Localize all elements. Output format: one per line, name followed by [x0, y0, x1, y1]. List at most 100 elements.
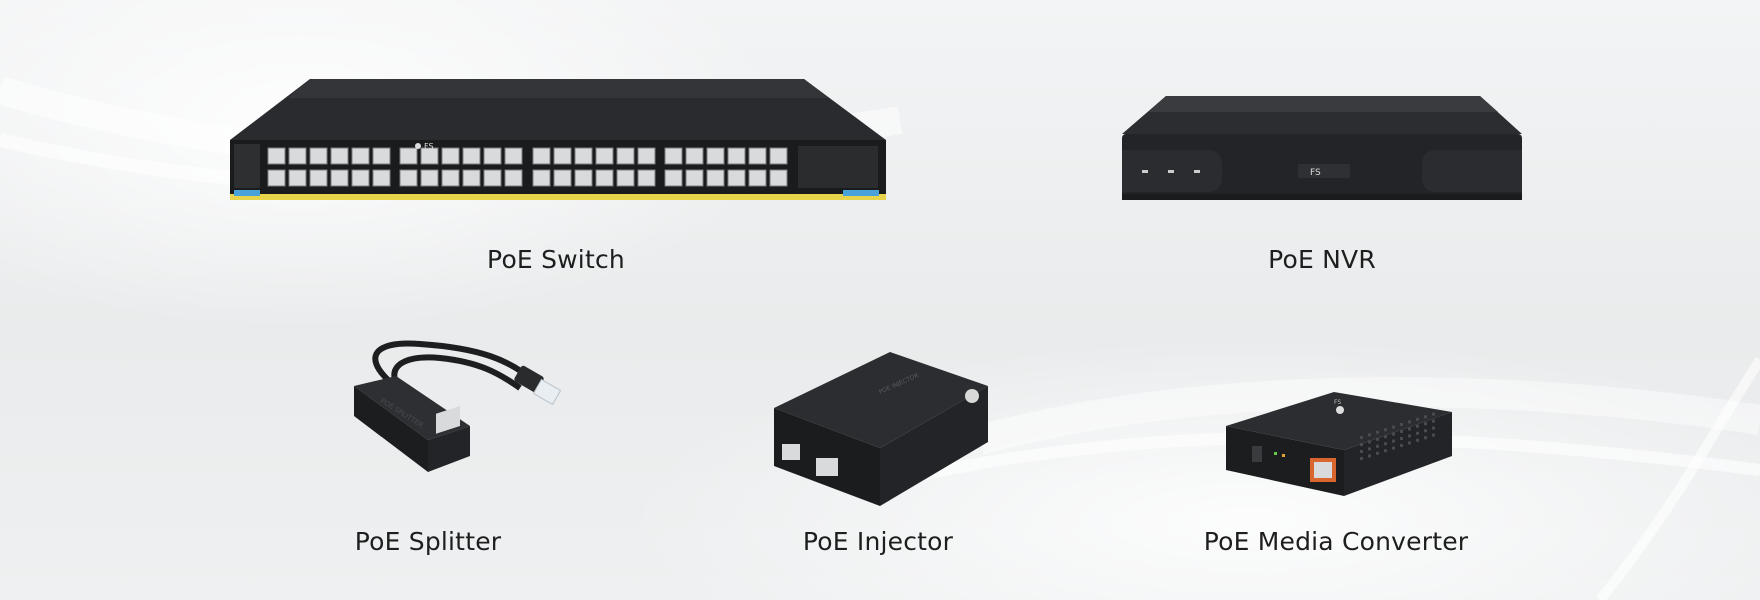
vent-hole — [1392, 425, 1395, 429]
vent-hole — [1416, 424, 1419, 428]
switch-port — [399, 169, 418, 187]
vent-hole — [1408, 434, 1411, 438]
switch-port — [532, 147, 551, 165]
switch-port — [685, 169, 704, 187]
vent-hole — [1384, 449, 1387, 453]
vent-hole — [1360, 436, 1363, 439]
vent-hole — [1376, 430, 1379, 434]
vent-hole — [1408, 441, 1411, 445]
vent-hole — [1360, 450, 1363, 453]
switch-port — [574, 147, 593, 165]
vent-hole — [1376, 451, 1379, 455]
media-converter-brand-mark: FS — [1334, 399, 1341, 406]
switch-port — [727, 169, 746, 187]
switch-port — [504, 169, 523, 187]
switch-port — [504, 147, 523, 165]
switch-port — [351, 169, 370, 187]
vent-hole — [1432, 412, 1435, 416]
vent-hole — [1424, 422, 1427, 426]
poe-nvr-label: PoE NVR — [1268, 245, 1376, 274]
switch-port — [727, 147, 746, 165]
switch-port — [309, 169, 328, 187]
switch-port — [462, 147, 481, 165]
switch-port — [267, 147, 286, 165]
switch-port — [399, 147, 418, 165]
switch-port — [616, 169, 635, 187]
switch-port — [420, 147, 439, 165]
vent-hole — [1384, 442, 1387, 446]
vent-hole — [1432, 419, 1435, 423]
switch-port — [748, 169, 767, 187]
switch-port — [483, 147, 502, 165]
poe-switch-image: FS — [228, 76, 888, 206]
switch-port — [330, 169, 349, 187]
converter-vent-grid — [1360, 412, 1435, 460]
vent-hole — [1416, 431, 1419, 435]
vent-hole — [1376, 444, 1379, 448]
switch-port — [706, 169, 725, 187]
vent-hole — [1400, 430, 1403, 433]
vent-hole — [1392, 446, 1395, 450]
switch-port — [706, 147, 725, 165]
switch-port — [288, 169, 307, 187]
vent-hole — [1424, 415, 1427, 419]
poe-injector-image: POE INJECTOR — [770, 350, 990, 510]
switch-port — [420, 169, 439, 187]
switch-port — [372, 169, 391, 187]
poe-splitter-image: POE SPLITTER — [340, 340, 570, 500]
vent-hole — [1416, 438, 1419, 442]
switch-port-grid — [267, 147, 788, 187]
nvr-brand-mark: FS — [1310, 168, 1321, 178]
vent-hole — [1400, 423, 1403, 426]
vent-hole — [1400, 444, 1403, 447]
switch-port — [595, 169, 614, 187]
vent-hole — [1424, 429, 1427, 433]
vent-hole — [1368, 433, 1371, 437]
vent-hole — [1368, 454, 1371, 458]
switch-brand-mark: FS — [424, 142, 434, 151]
vent-hole — [1416, 417, 1419, 421]
switch-port — [748, 147, 767, 165]
vent-hole — [1392, 432, 1395, 436]
vent-hole — [1384, 428, 1387, 432]
poe-splitter-label: PoE Splitter — [354, 527, 502, 556]
switch-port — [637, 147, 656, 165]
vent-hole — [1408, 420, 1411, 424]
switch-port — [441, 147, 460, 165]
switch-port — [288, 147, 307, 165]
vent-hole — [1424, 436, 1427, 440]
vent-hole — [1400, 437, 1403, 440]
switch-port — [553, 169, 572, 187]
vent-hole — [1368, 440, 1371, 444]
switch-port — [267, 169, 286, 187]
poe-injector-label: PoE Injector — [802, 527, 954, 556]
switch-port — [351, 147, 370, 165]
vent-hole — [1376, 437, 1379, 441]
vent-hole — [1360, 457, 1363, 460]
poe-media-converter-label: PoE Media Converter — [1203, 527, 1469, 556]
vent-hole — [1384, 435, 1387, 439]
poe-media-converter-image: FS — [1224, 390, 1454, 502]
vent-hole — [1360, 443, 1363, 446]
switch-port — [595, 147, 614, 165]
vent-hole — [1432, 433, 1435, 437]
vent-hole — [1432, 426, 1435, 430]
switch-port — [483, 169, 502, 187]
switch-port — [372, 147, 391, 165]
switch-port — [462, 169, 481, 187]
switch-port — [330, 147, 349, 165]
switch-port — [553, 147, 572, 165]
poe-nvr-image: FS — [1118, 94, 1526, 206]
switch-port — [769, 169, 788, 187]
switch-port — [616, 147, 635, 165]
switch-port — [532, 169, 551, 187]
vent-hole — [1408, 427, 1411, 431]
switch-port — [664, 147, 683, 165]
switch-port — [637, 169, 656, 187]
switch-port — [664, 169, 683, 187]
vent-hole — [1368, 447, 1371, 451]
poe-switch-label: PoE Switch — [487, 245, 625, 274]
switch-port — [769, 147, 788, 165]
switch-port — [685, 147, 704, 165]
